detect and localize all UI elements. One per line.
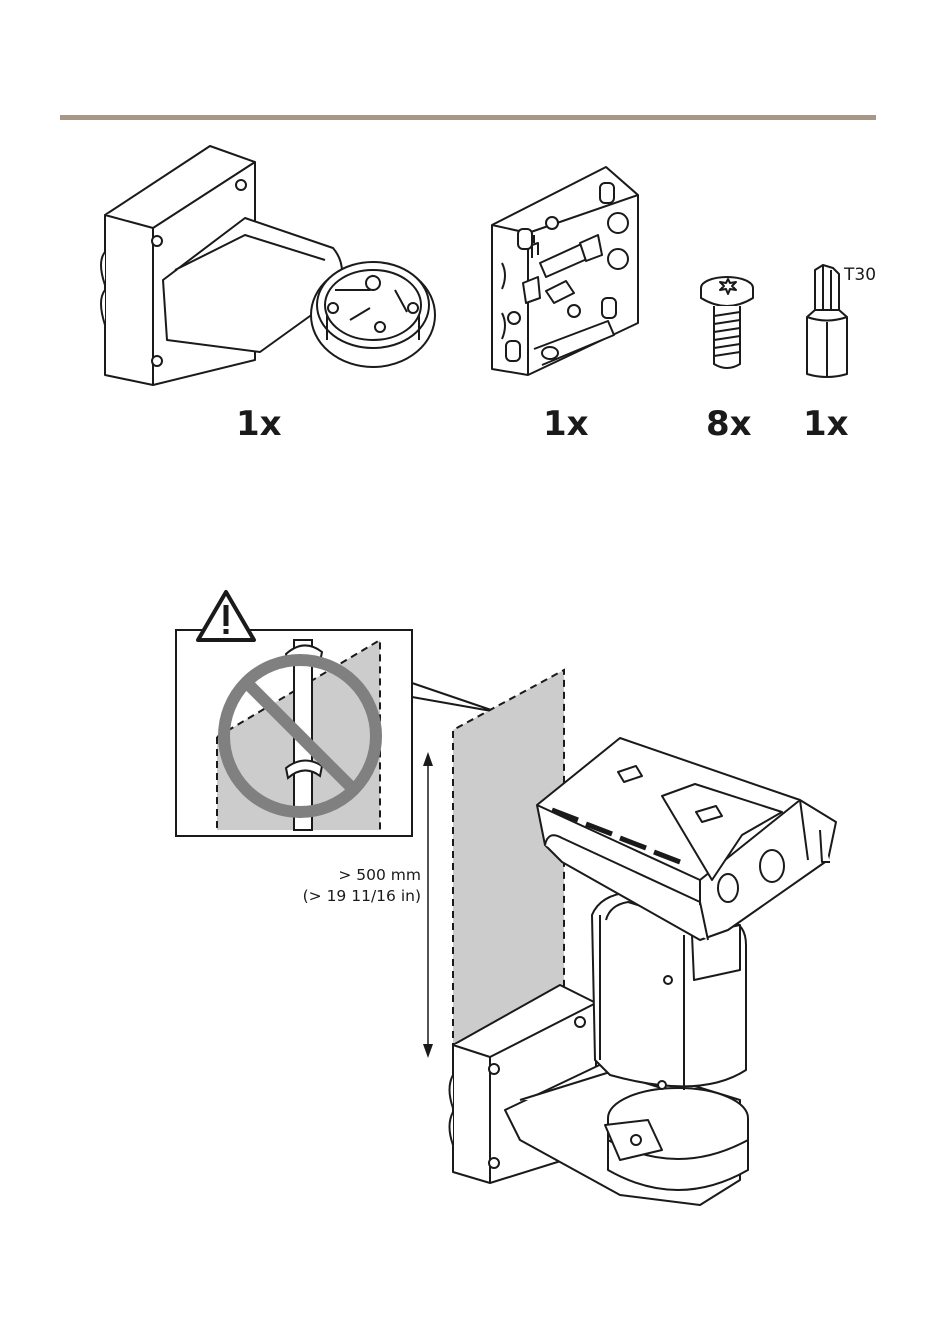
distance-in: (> 19 11/16 in) <box>303 886 421 907</box>
warning-triangle-icon <box>198 592 254 640</box>
clearance-distance-label: > 500 mm (> 19 11/16 in) <box>303 865 421 907</box>
dimension-arrow <box>423 752 433 1058</box>
distance-mm: > 500 mm <box>303 865 421 886</box>
